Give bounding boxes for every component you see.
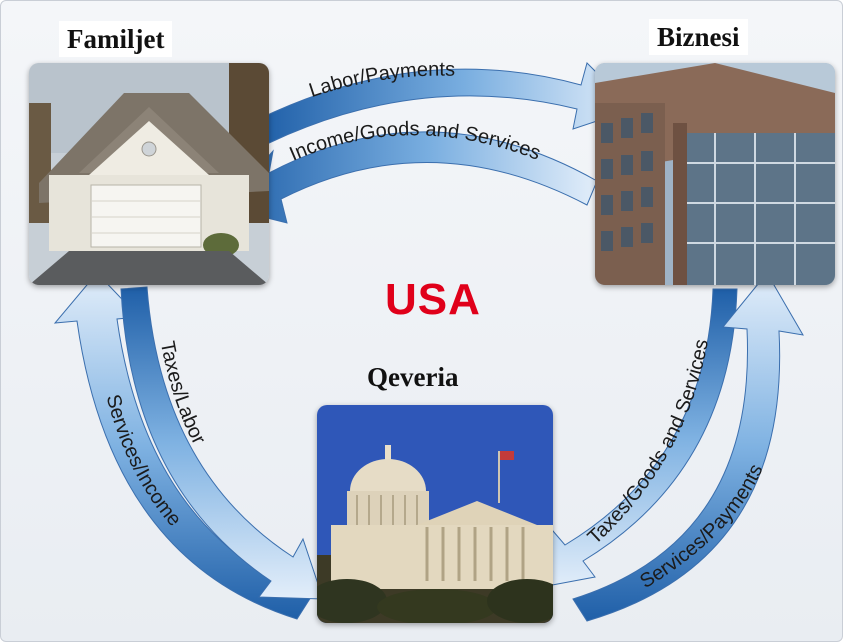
arrow-taxes-labor xyxy=(120,286,324,600)
households-label: Familjet xyxy=(59,21,173,57)
country-label: USA xyxy=(385,275,481,324)
capitol-building-photo xyxy=(317,405,553,623)
government-label: Qeveria xyxy=(367,362,459,392)
house-photo xyxy=(29,63,269,285)
office-building-photo xyxy=(595,63,835,285)
business-label: Biznesi xyxy=(649,19,748,55)
